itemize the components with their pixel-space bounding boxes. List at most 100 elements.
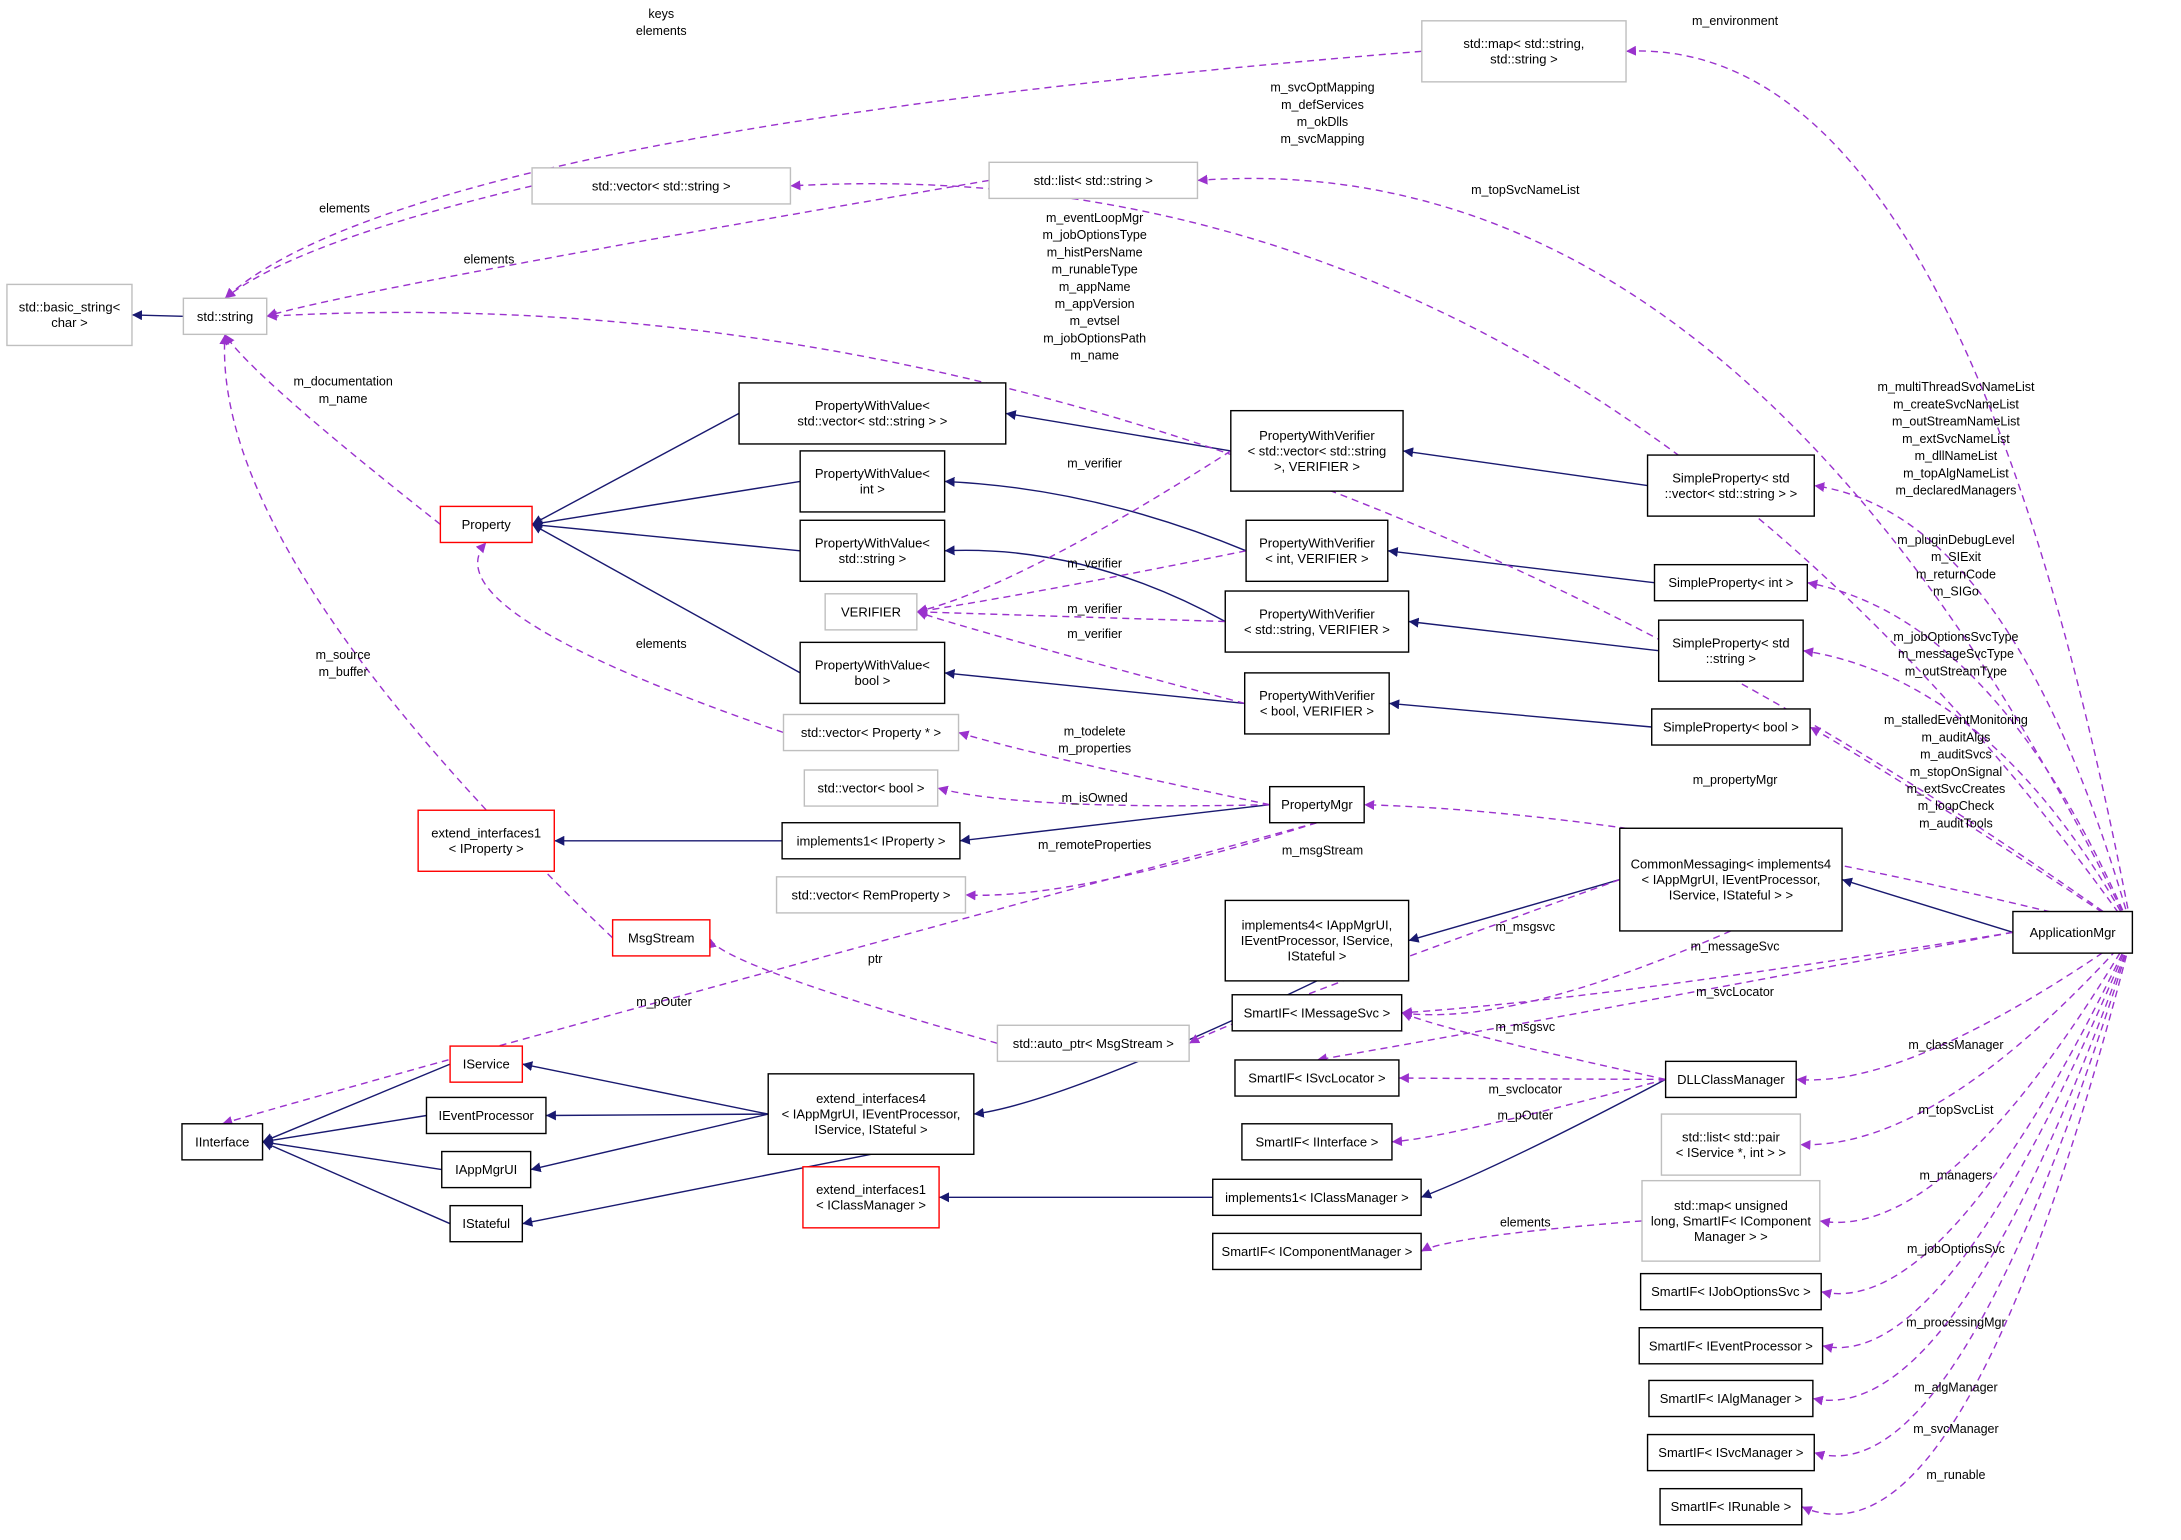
node-std-vector-string[interactable]: std::vector< std::string > [531,167,792,205]
node-label: MsgStream [628,930,694,945]
node-label: std::map< std::string, [1463,36,1584,51]
node-smartif-irunable[interactable]: SmartIF< IRunable > [1659,1487,1803,1526]
node-std-vector-remproperty[interactable]: std::vector< RemProperty > [775,876,967,914]
edge-label-dll-msgsvc: m_msgsvc [1495,1020,1555,1034]
node-iappmgrui[interactable]: IAppMgrUI [441,1150,532,1189]
node-dll-class-manager[interactable]: DLLClassManager [1664,1060,1797,1099]
node-label: IStateful [462,1216,510,1231]
edge-label-line: m_messageSvcType [1898,647,2014,661]
usage-edge [937,785,1270,807]
edge-label-line: m_extSvcCreates [1907,782,2006,796]
node-property-with-value-vector[interactable]: PropertyWithValue<std::vector< std::stri… [738,382,1007,445]
node-simple-property-int[interactable]: SimpleProperty< int > [1653,563,1809,602]
edge-label-line: m_todelete [1064,724,1126,738]
node-simple-property-bool[interactable]: SimpleProperty< bool > [1651,708,1811,746]
node-property-with-verifier-vector[interactable]: PropertyWithVerifier< std::vector< std::… [1230,409,1404,492]
node-smartif-ialgmanager[interactable]: SmartIF< IAlgManager > [1648,1379,1814,1418]
node-box [2012,910,2134,954]
node-smartif-isvcmanager[interactable]: SmartIF< ISvcManager > [1646,1433,1815,1472]
usage-edge [1807,579,2134,933]
node-label: IInterface [195,1134,249,1149]
node-std-map-string-string[interactable]: std::map< std::string,std::string > [1421,20,1627,83]
node-property-mgr[interactable]: PropertyMgr [1269,785,1365,824]
node-property-with-verifier-int[interactable]: PropertyWithVerifier< int, VERIFIER > [1245,519,1389,583]
edge-label-line: m_svcOptMapping [1270,81,1374,95]
edge-label-line: m_createSvcNameList [1893,397,2019,411]
node-label: SmartIF< IComponentManager > [1222,1244,1413,1259]
edge-label-property-elements: elements [636,637,687,651]
labels-layer: keyselementsm_environmentm_svcOptMapping… [293,7,2035,1482]
node-simple-property-vector[interactable]: SimpleProperty< std::vector< std::string… [1646,454,1815,517]
node-extend-interfaces1-iclassmanager[interactable]: extend_interfaces1< IClassManager > [802,1166,940,1229]
node-property-with-value-int[interactable]: PropertyWithValue<int > [799,450,946,513]
node-box [449,1204,524,1243]
edge-label-line: m_loopCheck [1918,799,1995,813]
node-smartif-icomponentmanager[interactable]: SmartIF< IComponentManager > [1212,1232,1422,1271]
node-smartif-imessagesvc[interactable]: SmartIF< IMessageSvc > [1231,994,1403,1032]
node-implements1-iproperty[interactable]: implements1< IProperty > [781,822,961,860]
inheritance-edge [262,1114,427,1146]
edge-label-m-msgStream: m_msgStream [1282,844,1363,858]
node-box [1641,1179,1821,1262]
node-smartif-isvclocator[interactable]: SmartIF< ISvcLocator > [1234,1059,1400,1097]
edge-label-line: m_topSvcList [1918,1103,1994,1117]
node-box [1224,899,1410,982]
node-property-with-verifier-string[interactable]: PropertyWithVerifier< std::string, VERIF… [1224,590,1410,653]
node-std-basic-string[interactable]: std::basic_string<char > [6,283,133,347]
node-std-vector-bool[interactable]: std::vector< bool > [803,769,939,807]
usage-edge [1391,1078,1666,1147]
edge-label-line: m_pOuter [1498,1109,1554,1123]
node-ieventprocessor[interactable]: IEventProcessor [425,1096,547,1135]
edge-label-line: elements [636,24,687,38]
node-std-list-string[interactable]: std::list< std::string > [988,161,1199,200]
edge-label-m-algManager: m_algManager [1914,1381,1997,1395]
node-box [417,809,555,872]
node-box [1234,1059,1400,1097]
node-label: SmartIF< IMessageSvc > [1244,1005,1391,1020]
node-label: extend_interfaces1 [816,1182,926,1197]
node-iservice[interactable]: IService [449,1045,524,1083]
node-implements1-iclassmanager[interactable]: implements1< IClassManager > [1212,1178,1422,1217]
node-extend-interfaces1-iproperty[interactable]: extend_interfaces1< IProperty > [417,809,555,872]
node-application-mgr[interactable]: ApplicationMgr [2012,910,2134,954]
node-std-string[interactable]: std::string [182,297,268,336]
inheritance-edge [959,804,1270,845]
node-implements4[interactable]: implements4< IAppMgrUI,IEventProcessor, … [1224,899,1410,982]
node-simple-property-string[interactable]: SimpleProperty< std::string > [1657,619,1804,682]
node-property-with-verifier-bool[interactable]: PropertyWithVerifier< bool, VERIFIER > [1243,672,1390,735]
node-std-list-pair[interactable]: std::list< std::pair< IService *, int > … [1660,1113,1802,1176]
node-smartif-ieventprocessor[interactable]: SmartIF< IEventProcessor > [1638,1327,1824,1365]
node-std-vector-property-ptr[interactable]: std::vector< Property * > [782,713,960,752]
node-box [1639,1272,1822,1311]
node-label: SmartIF< ISvcLocator > [1248,1071,1385,1086]
node-box [1241,1123,1393,1161]
node-property-with-value-string[interactable]: PropertyWithValue<std::string > [799,519,946,583]
node-property[interactable]: Property [439,505,533,544]
node-label: SimpleProperty< int > [1668,575,1793,590]
edge-label-line: m_name [319,392,368,406]
node-smartif-ijoboptionssvc[interactable]: SmartIF< IJobOptionsSvc > [1639,1272,1822,1311]
node-label: IService [463,1057,510,1072]
node-box [799,641,946,705]
node-box [802,1166,940,1229]
node-std-auto-ptr-msgstream[interactable]: std::auto_ptr< MsgStream > [996,1024,1190,1063]
node-common-messaging[interactable]: CommonMessaging< implements4< IAppMgrUI,… [1619,827,1843,932]
node-box [781,822,961,860]
node-label: < IClassManager > [816,1198,926,1213]
node-iinterface[interactable]: IInterface [181,1123,264,1161]
node-property-with-value-bool[interactable]: PropertyWithValue<bool > [799,641,946,705]
node-box [799,519,946,583]
edge-label-vector-members: m_svcOptMappingm_defServicesm_okDllsm_sv… [1270,81,1374,147]
node-istateful[interactable]: IStateful [449,1204,524,1243]
node-smartif-iinterface[interactable]: SmartIF< IInterface > [1241,1123,1393,1161]
edge-label-simple-bool-members: m_stalledEventMonitoringm_auditAlgsm_aud… [1884,713,2028,830]
node-msg-stream[interactable]: MsgStream [611,919,711,957]
usage-edge [475,542,784,734]
node-verifier[interactable]: VERIFIER [824,593,918,631]
node-label: std::string [197,309,253,324]
usage-edge [1796,931,2133,1086]
node-extend-interfaces4[interactable]: extend_interfaces4< IAppMgrUI, IEventPro… [767,1073,975,1156]
inheritance-edge [1403,447,1648,487]
